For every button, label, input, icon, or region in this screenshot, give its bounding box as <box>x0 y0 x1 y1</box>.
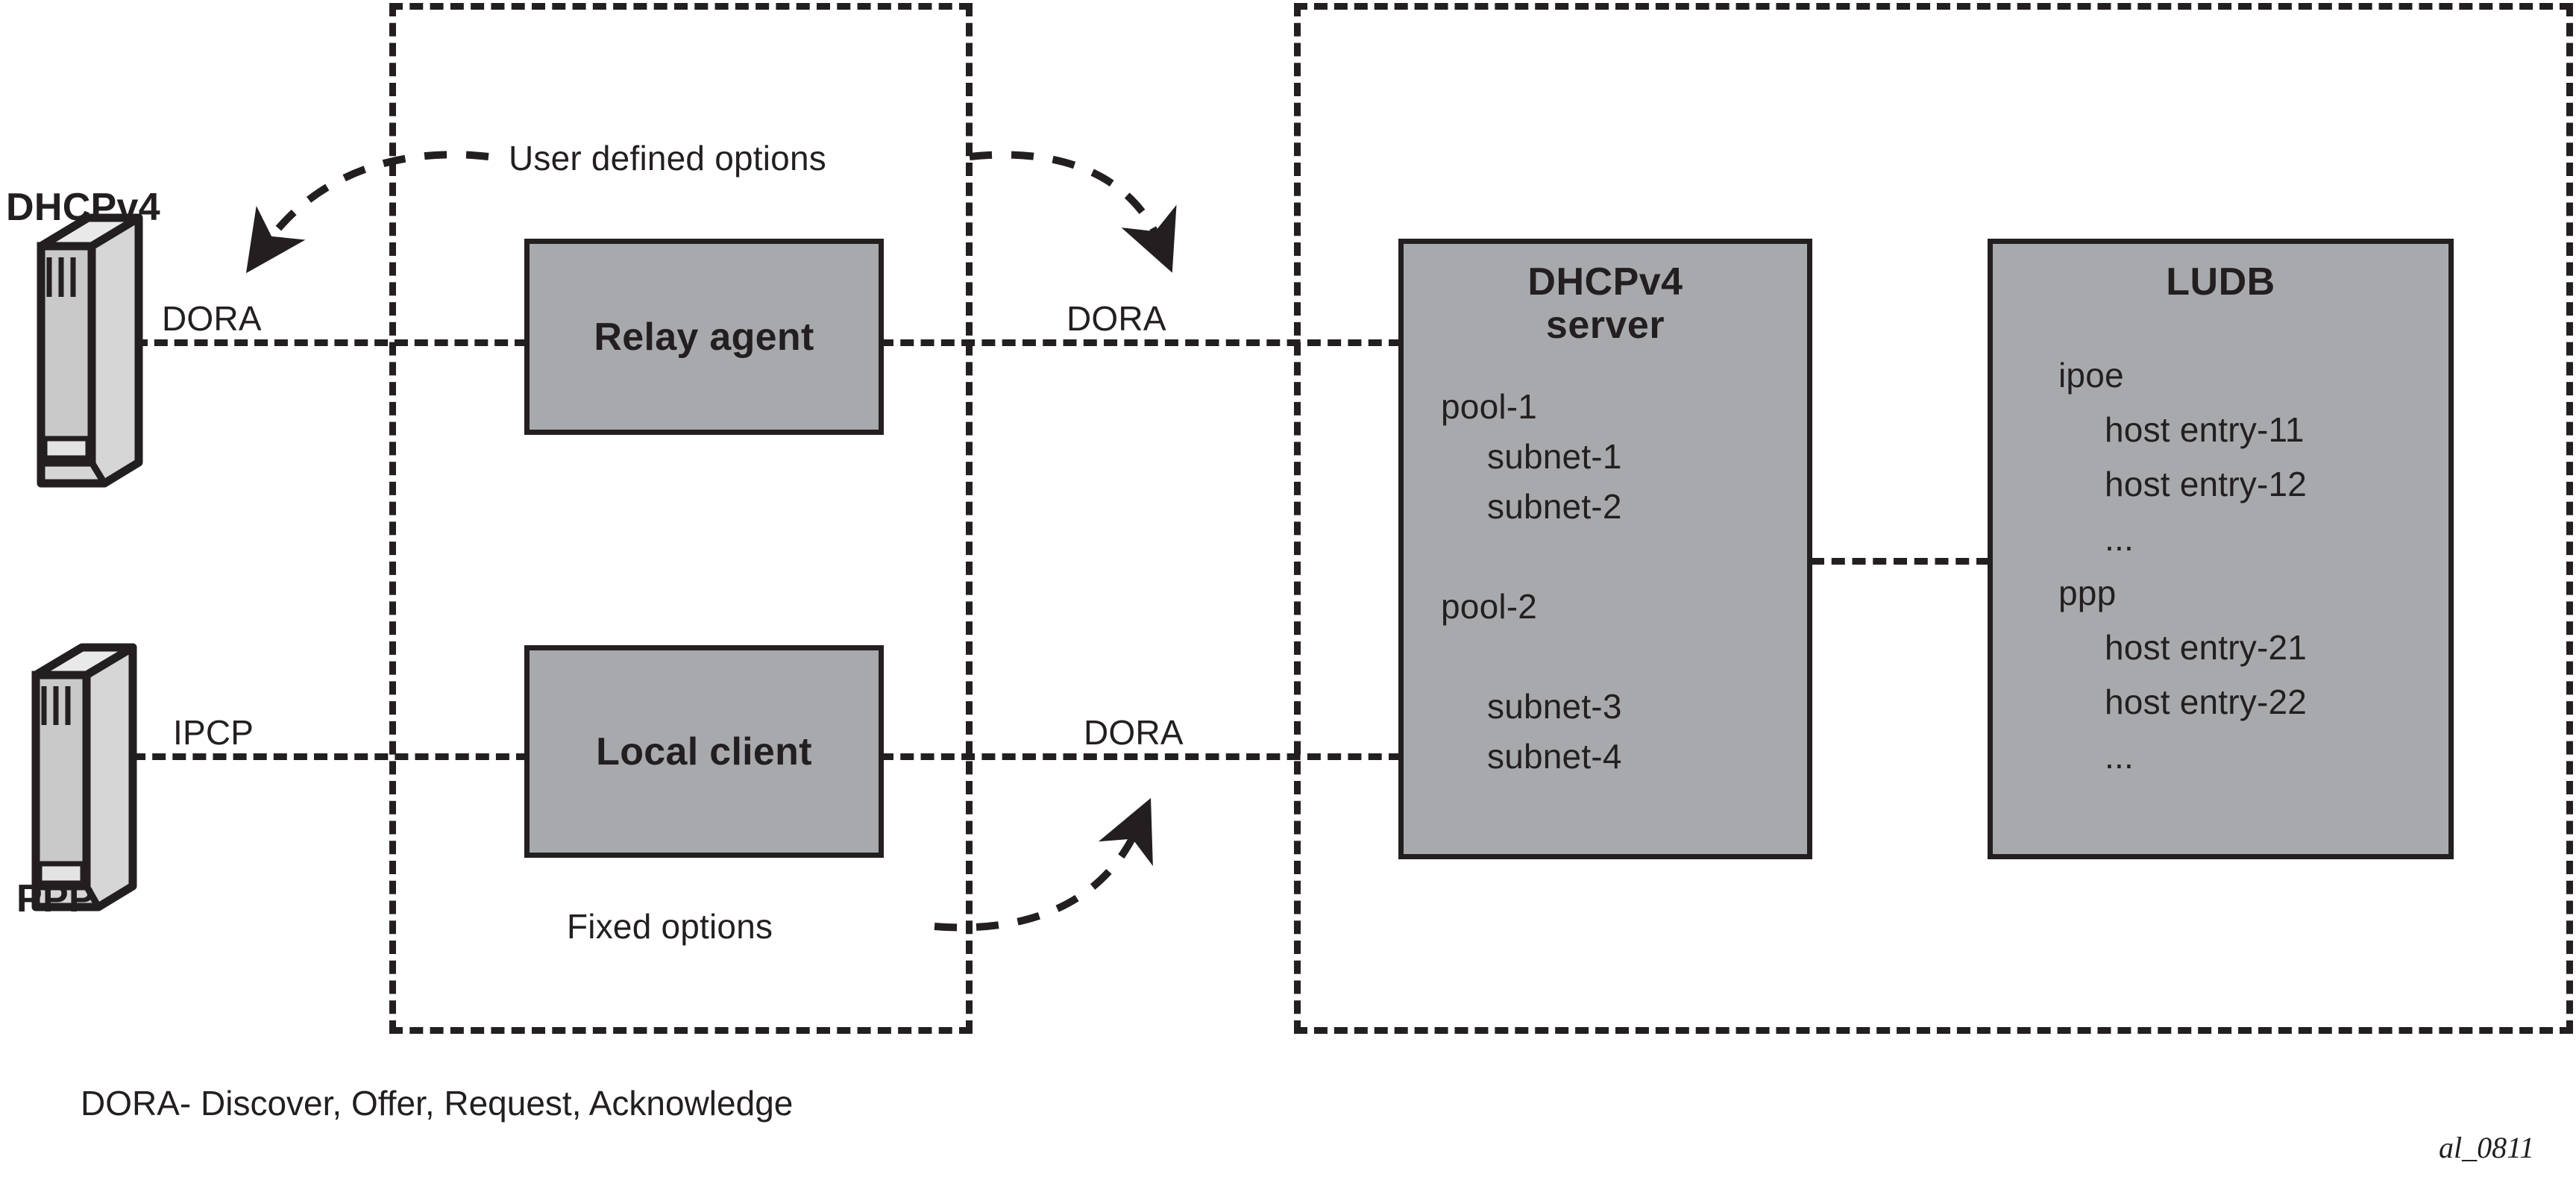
annotation-fixed-options: Fixed options <box>567 907 773 946</box>
link-server-to-ludb <box>1811 558 1990 565</box>
entry-line: ... <box>2105 737 2134 776</box>
entry-spacer <box>1441 632 1807 682</box>
server-domain-boundary <box>1294 3 2573 1034</box>
entry-line: subnet-1 <box>1487 437 1622 476</box>
ludb-box[interactable]: LUDB ipoe host entry-11 host entry-12... pp… <box>1988 239 2454 859</box>
local-client-box[interactable]: Local client <box>524 645 884 858</box>
diagram-caption: DORA- Discover, Offer, Request, Acknowle… <box>81 1084 794 1123</box>
link-label-ipcp-ppp: IPCP <box>173 713 254 752</box>
link-label-dora-relay-server: DORA <box>1066 299 1166 338</box>
entry-line: subnet-4 <box>1487 737 1622 776</box>
entry-line: subnet-2 <box>1487 487 1622 526</box>
relay-agent-title: Relay agent <box>594 315 814 359</box>
relay-agent-box[interactable]: Relay agent <box>524 239 884 435</box>
ppp-device-icon <box>31 643 137 911</box>
entry-line: pool-1 <box>1441 387 1538 426</box>
entry-line: ipoe <box>2058 356 2124 395</box>
dhcpv4-device-icon <box>37 213 143 488</box>
link-relay-to-server <box>880 339 1402 346</box>
access-node-boundary <box>389 3 973 1034</box>
entry-line: pool-2 <box>1441 587 1538 626</box>
dhcpv4-server-box[interactable]: DHCPv4 server pool-1 subnet-1 subnet-2 poo… <box>1398 239 1812 859</box>
link-local-client-to-server <box>880 753 1402 760</box>
link-label-dora-local-server: DORA <box>1084 713 1184 752</box>
ppp-client-label: PPP <box>16 877 95 920</box>
dhcpv4-server-entry-list: pool-1 subnet-1 subnet-2 pool-2 subnet-3 su… <box>1404 382 1807 782</box>
entry-line: ... <box>2105 519 2134 558</box>
arrow-user-options-right <box>969 151 1177 273</box>
entry-line: ppp <box>2058 574 2117 612</box>
link-ppp-to-local-client <box>112 753 530 760</box>
entry-line: host entry-12 <box>2105 465 2308 503</box>
dhcpv4-client-label: DHCPv4 <box>6 186 160 229</box>
ludb-entry-list: ipoe host entry-11 host entry-12... ppp host… <box>1993 348 2448 784</box>
figure-id: al_0811 <box>2439 1131 2535 1164</box>
link-label-dora-dhcpv4: DORA <box>162 299 262 338</box>
entry-spacer <box>1441 532 1807 582</box>
dhcpv4-server-title-line2: server <box>1545 304 1665 348</box>
entry-line: subnet-3 <box>1487 687 1622 726</box>
annotation-user-defined-options: User defined options <box>509 139 826 178</box>
ludb-title: LUDB <box>2166 260 2275 304</box>
entry-line: host entry-22 <box>2105 682 2308 721</box>
local-client-title: Local client <box>596 729 812 773</box>
entry-line: host entry-21 <box>2105 628 2308 667</box>
link-dhcpv4-to-relay <box>134 339 528 346</box>
entry-line: host entry-11 <box>2105 410 2305 449</box>
dhcpv4-server-title: DHCPv4 server <box>1404 244 1807 347</box>
dhcpv4-server-title-line1: DHCPv4 <box>1527 260 1683 304</box>
